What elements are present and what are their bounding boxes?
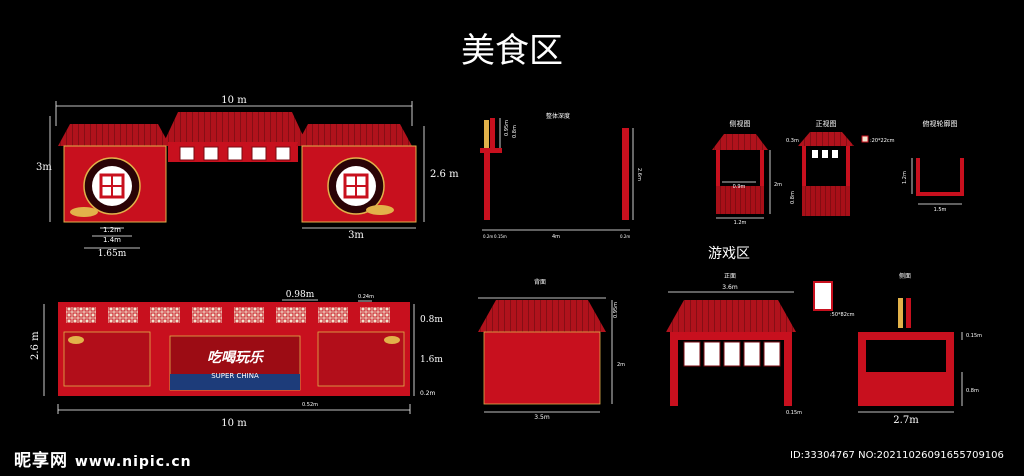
side-height-dim: 2m	[774, 182, 782, 188]
food-gate-elevation: 10 m 3m 2.6 m	[36, 95, 459, 259]
game-zone-title: 游戏区	[708, 246, 750, 262]
panel-swatch	[813, 281, 833, 311]
side-counter	[716, 186, 764, 214]
gate-width-label: 10 m	[221, 95, 247, 106]
cloud-icon	[366, 205, 394, 215]
watermark-url: www.nipic.cn	[74, 454, 192, 470]
cloud-icon	[68, 336, 84, 344]
base-dim-3: 0.2m	[620, 234, 630, 239]
top-height-dim: 1.2m	[902, 171, 908, 184]
depth-title: 整体深度	[546, 112, 570, 120]
center-sign-text: 吃喝玩乐	[207, 349, 265, 366]
front-low-dim: 0.8m	[790, 191, 796, 204]
front-view-title: 正视图	[816, 119, 837, 128]
side-counter-block	[858, 372, 954, 406]
legend-label: :20*22cm	[870, 138, 895, 144]
side-top-dim: 0.15m	[966, 333, 982, 339]
gate-height-left: 3m	[36, 162, 52, 173]
game-front-width: 3.6m	[722, 284, 738, 291]
game-front-title: 正面	[724, 273, 736, 280]
gate-height-right: 2.6 m	[430, 169, 459, 180]
back-height-dim: 2m	[617, 362, 625, 368]
center-roof	[164, 112, 306, 142]
decorative-wall: 2.6 m 吃喝玩乐 SUPER CHINA 0.98m 0.24m 0.8m …	[30, 290, 443, 429]
game-side-title: 侧面	[899, 272, 911, 280]
lantern-row	[179, 146, 291, 161]
front-roof-dim: 0.3m	[786, 138, 799, 144]
back-wall-panel	[483, 331, 601, 405]
circle-outer-dim: 1.65m	[98, 249, 127, 259]
watermark-site-cn: 昵享网	[14, 451, 68, 471]
post-label-2: 0.8m	[512, 125, 518, 138]
circle-mid-dim: 1.4m	[103, 236, 121, 244]
right-roof	[296, 124, 412, 146]
post-height-label: 0.95m	[504, 120, 510, 136]
legend-swatch	[861, 135, 869, 143]
top-outline	[916, 158, 964, 196]
back-wall	[622, 128, 629, 220]
wall-h-mid: 1.6m	[420, 355, 443, 365]
right-width-dim: 3m	[348, 230, 364, 241]
side-inner-dim: 0.9m	[733, 184, 746, 190]
total-height-label: 2.6m	[636, 168, 642, 181]
back-width-dim: 3.5m	[534, 414, 550, 421]
base-dim-1: 0.2m	[483, 234, 493, 239]
top-view-title: 俯视轮廓图	[923, 119, 958, 128]
wave-band	[170, 374, 300, 390]
small-width-dim: 0.24m	[358, 294, 374, 300]
back-roof-dim: 0.95m	[613, 302, 619, 318]
watermark-left: 昵享网 www.nipic.cn	[14, 446, 192, 471]
base-dim-2: 0.15m	[494, 234, 507, 239]
circle-inner-dim: 1.2m	[103, 226, 121, 234]
side-width-dim: 1.2m	[734, 220, 747, 226]
game-back-view: 背面 0.95m 2m 3.5m	[478, 278, 625, 421]
panel-size-label: :50*82cm	[830, 312, 855, 318]
side-view-title: 侧视图	[730, 119, 751, 128]
top-width-dim: 1.5m	[934, 207, 947, 213]
side-width-dim: 2.7m	[893, 415, 919, 426]
wall-height-label: 2.6 m	[30, 331, 41, 360]
side-mid-dim: 0.8m	[966, 388, 979, 394]
wall-h-bot: 0.2m	[420, 390, 436, 397]
page-title: 美食区	[461, 31, 563, 71]
cloud-icon	[70, 207, 98, 217]
depth-dim: 4m	[552, 234, 560, 240]
game-front-view: 正面 3.6m 0.15m :50*82cm	[666, 273, 855, 416]
panel-width-dim: 0.98m	[286, 290, 315, 300]
watermark-id: ID:33304767 NO:20211026091655709106	[790, 450, 1004, 461]
front-lanterns	[812, 150, 838, 158]
booth-views: 侧视图 0.9m 1.2m 2m 正视图 0.3m 0.8m :20*22cm …	[712, 119, 964, 226]
left-roof	[58, 124, 170, 146]
game-side-view: 侧面 0.15m 0.8m 2.7m	[858, 272, 982, 426]
back-view-title: 背面	[534, 278, 546, 286]
depth-section: 整体深度 0.95m 0.8m 2.6m 0.2m 0.15m 4m 0.2m	[480, 112, 642, 240]
wall-h-top: 0.8m	[420, 315, 443, 325]
wall-width-label: 10 m	[221, 418, 247, 429]
bottom-gap-dim: 0.52m	[302, 402, 318, 408]
cloud-icon	[384, 336, 400, 344]
front-post-dim: 0.15m	[786, 410, 802, 416]
hanging-panels	[683, 341, 781, 367]
center-sign-sub: SUPER CHINA	[211, 372, 259, 380]
front-counter	[802, 186, 850, 216]
lattice-windows	[66, 307, 390, 323]
